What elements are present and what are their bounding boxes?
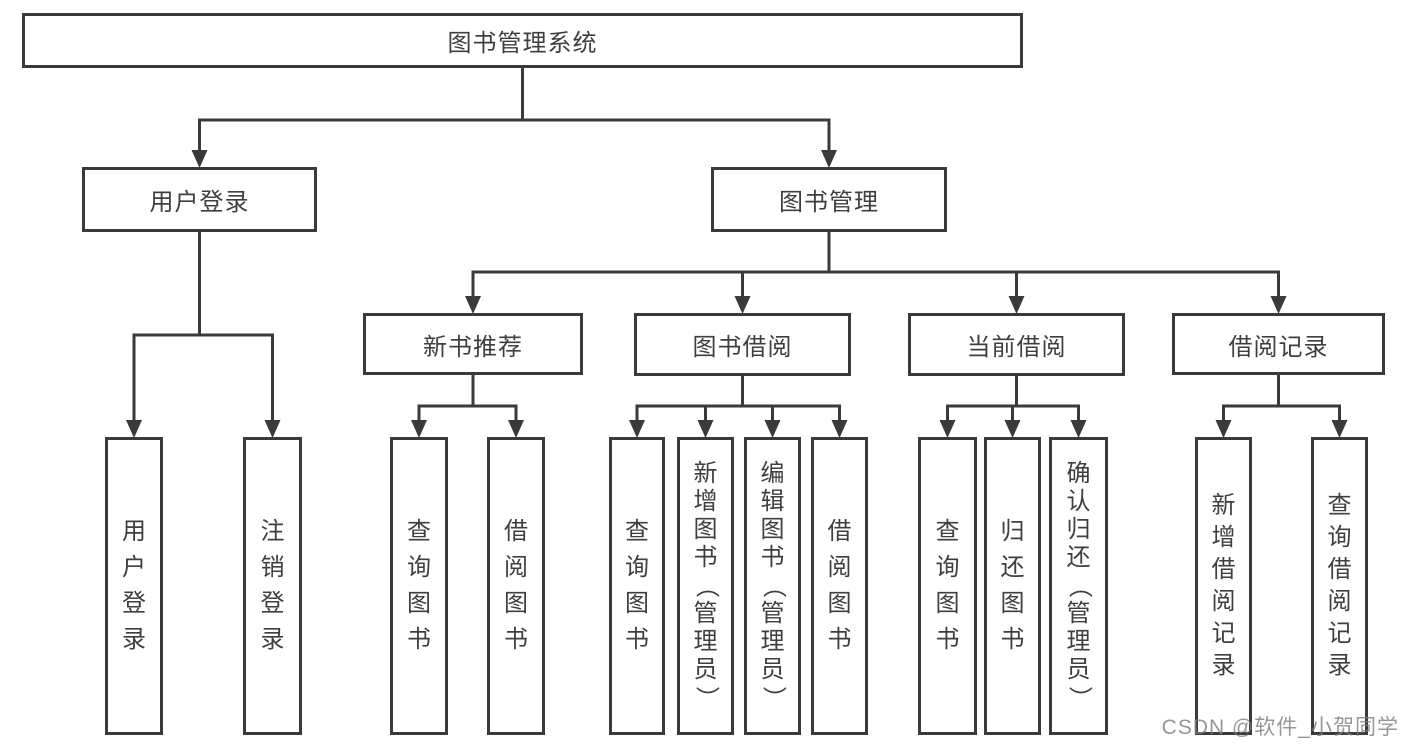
node-label: 借阅图书 bbox=[827, 518, 852, 653]
node-book-management: 图书管理 bbox=[711, 167, 947, 232]
node-label: 查询图书 bbox=[625, 518, 649, 653]
node-label: 当前借阅 bbox=[966, 334, 1067, 361]
node-label: 查询借阅记录 bbox=[1327, 492, 1352, 679]
node-cb-confirm-return: 确认归还（管理员） bbox=[1049, 437, 1108, 735]
node-label: 图书管理 bbox=[779, 189, 879, 216]
node-br-add-record: 新增借阅记录 bbox=[1195, 437, 1252, 735]
node-borrowing-records: 借阅记录 bbox=[1172, 313, 1385, 375]
node-new-book-recommendation: 新书推荐 bbox=[363, 313, 583, 375]
node-nbr-query-books: 查询图书 bbox=[390, 437, 448, 735]
node-label: 用户登录 bbox=[149, 189, 250, 216]
node-bb-add-books: 新增图书（管理员） bbox=[677, 437, 734, 735]
node-current-borrowing: 当前借阅 bbox=[908, 313, 1125, 376]
node-leaf-user-login: 用户登录 bbox=[105, 437, 163, 735]
node-label: 图书管理系统 bbox=[447, 30, 598, 57]
node-nbr-borrow-books: 借阅图书 bbox=[487, 437, 545, 735]
csdn-watermark: CSDN @软件_小贺同学 bbox=[1161, 716, 1399, 739]
node-label: 确认归还（管理员） bbox=[1065, 460, 1093, 711]
node-label: 新增图书（管理员） bbox=[692, 460, 720, 711]
node-label: 新书推荐 bbox=[423, 333, 523, 361]
node-user-login: 用户登录 bbox=[82, 167, 317, 232]
node-bb-borrow-books: 借阅图书 bbox=[811, 437, 868, 735]
node-bb-query-books: 查询图书 bbox=[609, 437, 665, 735]
node-label: 编辑图书（管理员） bbox=[759, 460, 787, 711]
node-label: 借阅记录 bbox=[1228, 333, 1329, 361]
node-book-borrowing: 图书借阅 bbox=[634, 313, 851, 376]
node-bb-edit-books: 编辑图书（管理员） bbox=[744, 437, 801, 735]
node-label: 归还图书 bbox=[1000, 518, 1025, 653]
node-label: 注销登录 bbox=[260, 518, 285, 653]
node-label: 查询图书 bbox=[935, 518, 960, 653]
node-br-query-record: 查询借阅记录 bbox=[1311, 437, 1368, 735]
node-label: 借阅图书 bbox=[504, 518, 528, 653]
node-label: 新增借阅记录 bbox=[1211, 492, 1236, 679]
node-label: 用户登录 bbox=[122, 518, 146, 653]
node-cb-return-books: 归还图书 bbox=[984, 437, 1041, 735]
node-leaf-logout: 注销登录 bbox=[243, 437, 302, 735]
node-cb-query-books: 查询图书 bbox=[918, 437, 977, 735]
node-root: 图书管理系统 bbox=[22, 13, 1023, 68]
node-label: 图书借阅 bbox=[692, 334, 793, 361]
node-label: 查询图书 bbox=[407, 518, 431, 653]
